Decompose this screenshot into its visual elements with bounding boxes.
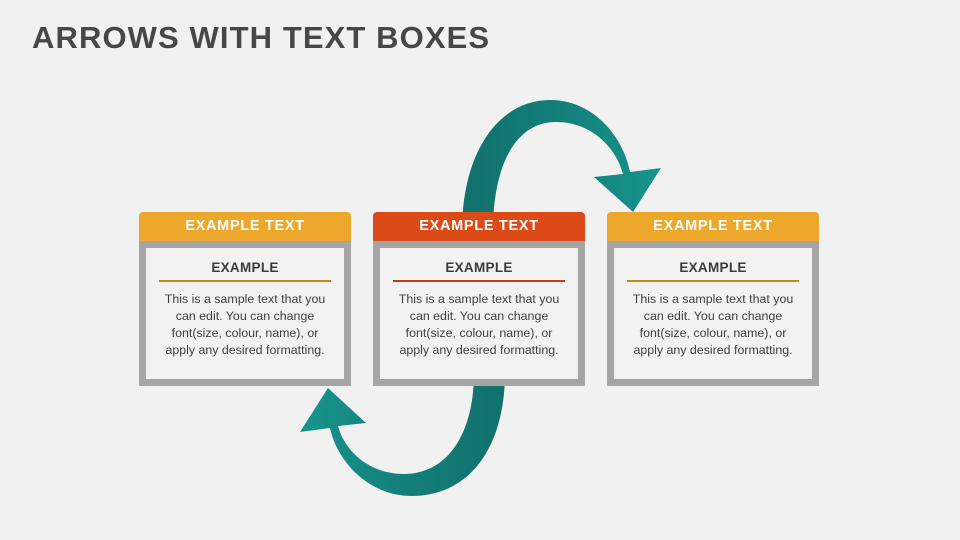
card-0-header: EXAMPLE TEXT — [139, 212, 351, 241]
card-2-body: EXAMPLE This is a sample text that you c… — [614, 248, 812, 379]
card-1-subtitle: EXAMPLE — [445, 260, 513, 275]
card-0[interactable]: EXAMPLE TEXT EXAMPLE This is a sample te… — [139, 212, 351, 386]
card-0-frame: EXAMPLE This is a sample text that you c… — [139, 241, 351, 386]
card-2-text: This is a sample text that you can edit.… — [632, 291, 794, 358]
page-title: ARROWS WITH TEXT BOXES — [32, 20, 491, 55]
card-2-subtitle: EXAMPLE — [679, 260, 747, 275]
bottom-curved-arrow-left — [300, 372, 505, 496]
card-2-rule — [627, 280, 799, 282]
card-1-header: EXAMPLE TEXT — [373, 212, 585, 241]
card-2[interactable]: EXAMPLE TEXT EXAMPLE This is a sample te… — [607, 212, 819, 386]
card-1-rule — [393, 280, 565, 282]
card-1-text: This is a sample text that you can edit.… — [398, 291, 560, 358]
card-1-frame: EXAMPLE This is a sample text that you c… — [373, 241, 585, 386]
card-2-header: EXAMPLE TEXT — [607, 212, 819, 241]
top-curved-arrow-right — [462, 100, 661, 232]
card-0-rule — [159, 280, 331, 282]
card-1-body: EXAMPLE This is a sample text that you c… — [380, 248, 578, 379]
card-0-text: This is a sample text that you can edit.… — [164, 291, 326, 358]
card-0-body: EXAMPLE This is a sample text that you c… — [146, 248, 344, 379]
card-2-frame: EXAMPLE This is a sample text that you c… — [607, 241, 819, 386]
card-0-subtitle: EXAMPLE — [211, 260, 279, 275]
card-1[interactable]: EXAMPLE TEXT EXAMPLE This is a sample te… — [373, 212, 585, 386]
